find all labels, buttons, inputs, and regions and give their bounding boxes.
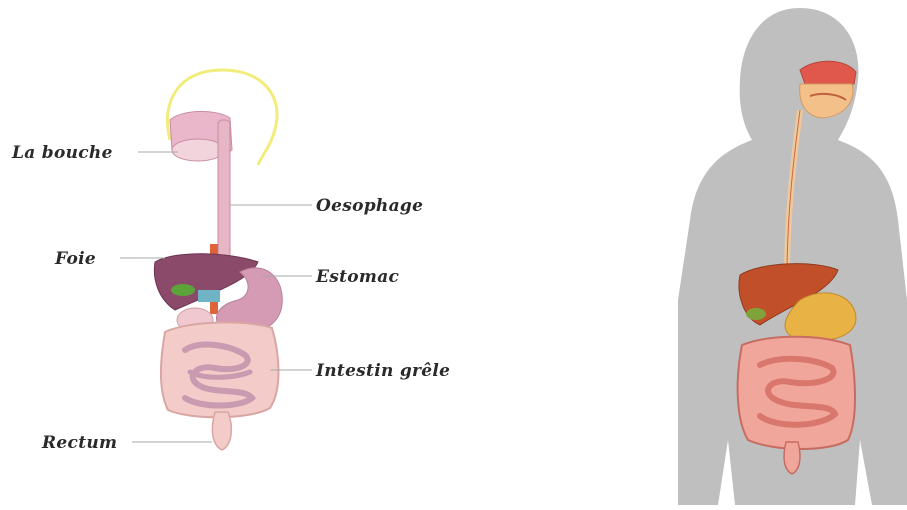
label-stomach: Estomac [316,267,399,287]
label-liver: Foie [55,249,96,269]
label-rectum: Rectum [42,433,117,453]
label-esophagus: Oesophage [316,196,423,216]
nasal-cavity [800,61,856,84]
rectum-right [784,442,800,474]
gallbladder-right [746,308,766,320]
label-small-intestine: Intestin grêle [316,361,450,381]
large-intestine-right [738,337,855,449]
label-mouth: La bouche [12,143,113,163]
